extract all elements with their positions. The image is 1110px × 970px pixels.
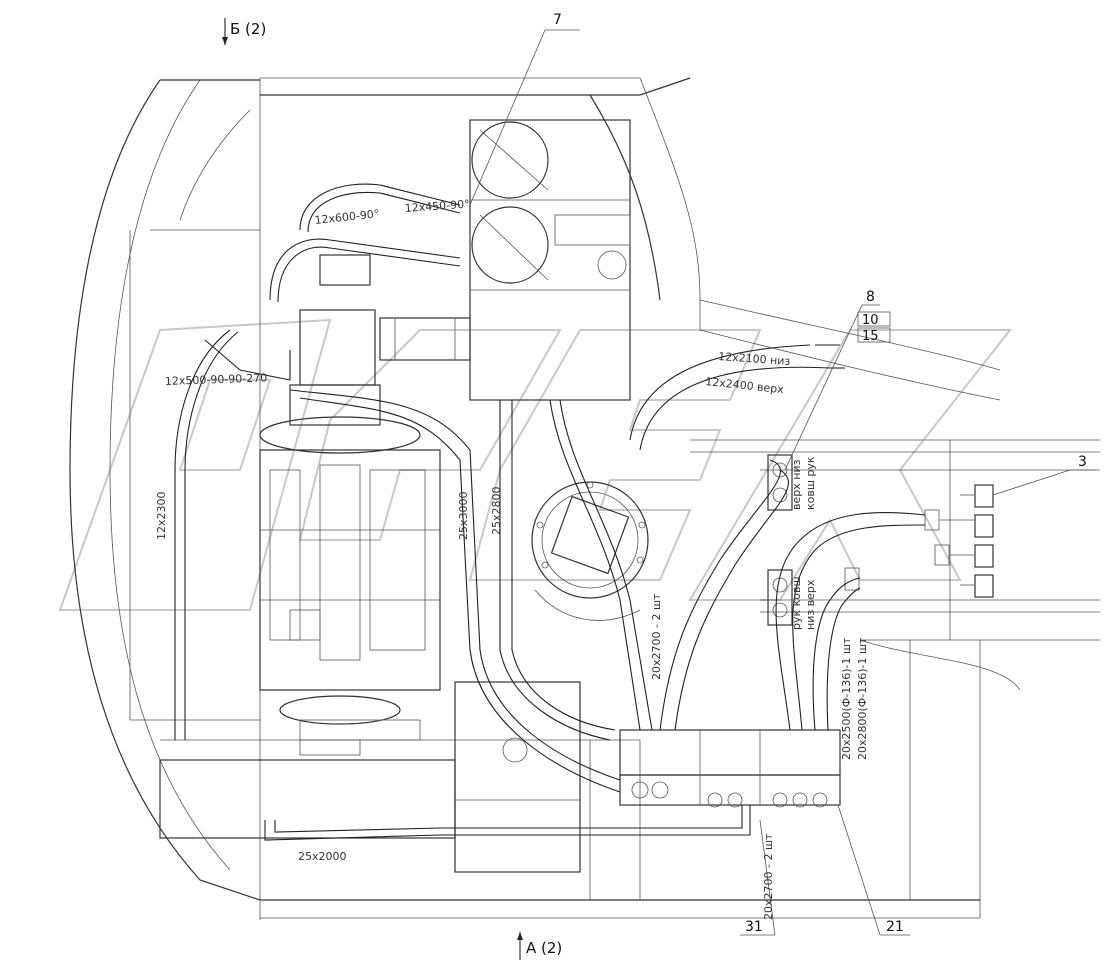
hose-label-20x2800: 20x2800(Ф-136)-1 шт (856, 637, 869, 760)
valve-label-upper-1: верх низ (790, 459, 803, 510)
hose-label-20x2700-lower: 20x2700 - 2 шт (762, 833, 775, 920)
control-valve-block (619, 729, 841, 808)
swivel-joint (531, 481, 649, 621)
engine (259, 254, 471, 756)
hose-label-25x2000: 25x2000 (298, 850, 347, 863)
valve-label-upper-2: ковш рук (804, 456, 817, 510)
callout-31: 31 (745, 919, 763, 935)
hose-label-25x3000: 25x3000 (457, 491, 470, 540)
hose-label-12x450: 12x450-90° (404, 197, 470, 215)
hose-label-20x2700-upper: 20x2700 - 2 шт (650, 593, 663, 680)
hose-label-20x2500: 20x2500(Ф-136)-1 шт (840, 637, 853, 760)
callout-10: 10 (862, 313, 879, 328)
callout-8: 8 (866, 289, 875, 305)
view-b-label: Б (2) (230, 20, 266, 38)
hoses (174, 183, 926, 841)
watermark (58, 318, 1013, 611)
hose-label-12x2300: 12x2300 (155, 491, 168, 540)
hose-label-12x600: 12x600-90° (314, 207, 380, 227)
hose-label-25x2800: 25x2800 (490, 486, 503, 535)
view-a-label: А (2) (526, 939, 562, 957)
callout-15: 15 (862, 329, 879, 344)
valve-label-lower-1: рук ковш (790, 576, 803, 630)
callout-7: 7 (553, 12, 562, 28)
boom-rails (690, 299, 1100, 691)
hose-label-12x2400: 12x2400 верх (705, 375, 785, 396)
boom-fittings (844, 484, 994, 598)
callout-3: 3 (1078, 454, 1087, 470)
cab-outline (69, 77, 981, 920)
base-plate (159, 681, 581, 873)
hose-label-12x500-90-90-270: 12x500-90-90-270 (165, 371, 268, 388)
valve-label-lower-2: низ верх (804, 579, 817, 630)
hydraulic-tank (469, 119, 631, 401)
hose-label-12x2100: 12x2100 низ (718, 350, 791, 368)
callout-leaders (222, 18, 1095, 960)
callout-21: 21 (886, 919, 904, 935)
